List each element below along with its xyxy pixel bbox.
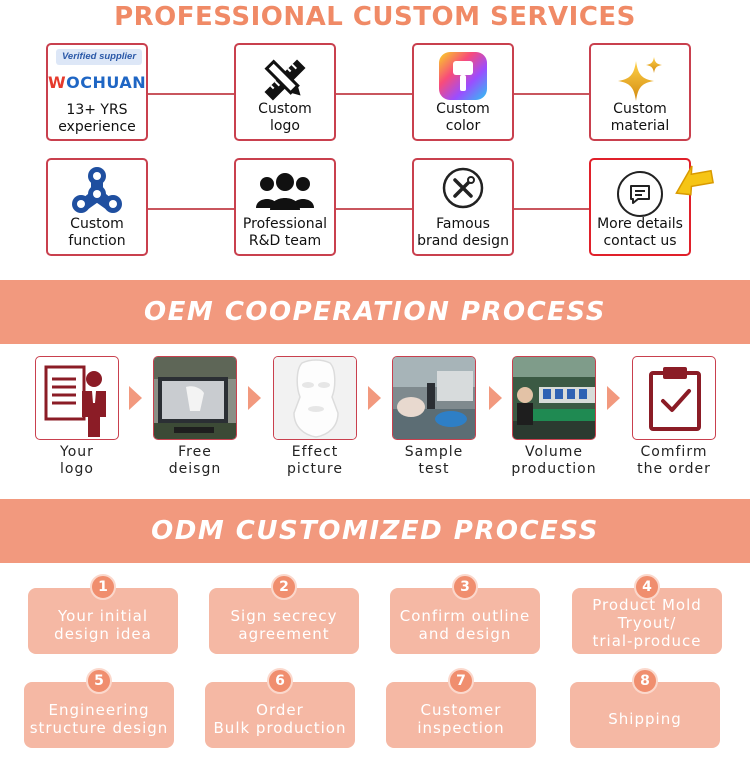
pencil-ruler-icon xyxy=(264,59,306,101)
service-label-line2: function xyxy=(68,233,126,249)
odm-title: ODM CUSTOMIZED PROCESS xyxy=(151,516,599,546)
sparkle-icon xyxy=(618,57,662,101)
clipboard-check-icon xyxy=(649,367,701,431)
process-arrow xyxy=(607,386,620,410)
step-number-badge: 7 xyxy=(448,668,474,694)
step-number-badge: 4 xyxy=(634,574,660,600)
computer-screen-photo xyxy=(154,357,236,439)
verified-supplier-badge: Verified supplier xyxy=(56,49,142,65)
connector-line xyxy=(148,93,236,95)
oem-banner: OEM COOPERATION PROCESS xyxy=(0,280,750,344)
odm-step-8: Shipping xyxy=(570,682,720,748)
chat-icon xyxy=(617,171,663,217)
connector-line xyxy=(148,208,236,210)
oem-step-sample-test xyxy=(392,356,476,440)
step-number-badge: 8 xyxy=(632,668,658,694)
service-label-line1: Custom xyxy=(613,101,667,117)
process-arrow xyxy=(248,386,261,410)
service-label-line2: experience xyxy=(58,119,136,135)
tools-icon xyxy=(442,167,484,209)
sample-test-photo xyxy=(393,357,475,439)
fidget-spinner-icon xyxy=(72,167,122,213)
step-number-badge: 1 xyxy=(90,574,116,600)
company-logo: WOCHUAN xyxy=(48,73,147,92)
oem-step-free-design xyxy=(153,356,237,440)
connector-line xyxy=(513,208,590,210)
service-label-line1: More details xyxy=(597,216,683,232)
page-title: PROFESSIONAL CUSTOM SERVICES xyxy=(114,2,636,32)
service-label-line1: Custom xyxy=(258,101,312,117)
service-label-line1: Professional xyxy=(242,216,328,232)
pointer-arrow-icon xyxy=(675,165,714,196)
service-label-line2: material xyxy=(610,118,670,134)
step-number-badge: 5 xyxy=(86,668,112,694)
oem-step-effect-picture xyxy=(273,356,357,440)
production-line-photo xyxy=(513,357,595,439)
face-mask-image xyxy=(274,357,356,439)
oem-step-confirm-order xyxy=(632,356,716,440)
step-number-badge: 6 xyxy=(267,668,293,694)
service-label-line2: R&D team xyxy=(248,233,322,249)
service-label-line2: color xyxy=(445,118,481,134)
paint-brush-icon xyxy=(439,52,487,100)
service-label-line1: Custom xyxy=(70,216,124,232)
connector-line xyxy=(513,93,590,95)
service-label-line1: 13+ YRS xyxy=(66,102,128,118)
oem-step-your-logo xyxy=(35,356,119,440)
service-label-line2: logo xyxy=(270,118,300,134)
service-label-line1: Custom xyxy=(436,101,490,117)
oem-title: OEM COOPERATION PROCESS xyxy=(144,297,606,327)
oem-step-volume-production xyxy=(512,356,596,440)
process-arrow xyxy=(489,386,502,410)
service-label-line2: brand design xyxy=(417,233,509,249)
process-arrow xyxy=(129,386,142,410)
service-label-line2: contact us xyxy=(603,233,677,249)
process-arrow xyxy=(368,386,381,410)
team-icon xyxy=(256,173,314,210)
step-number-badge: 2 xyxy=(271,574,297,600)
connector-line xyxy=(336,93,413,95)
step-number-badge: 3 xyxy=(452,574,478,600)
service-label-line1: Famous xyxy=(436,216,490,232)
document-person-icon xyxy=(44,365,106,437)
connector-line xyxy=(336,208,413,210)
odm-banner: ODM CUSTOMIZED PROCESS xyxy=(0,499,750,563)
